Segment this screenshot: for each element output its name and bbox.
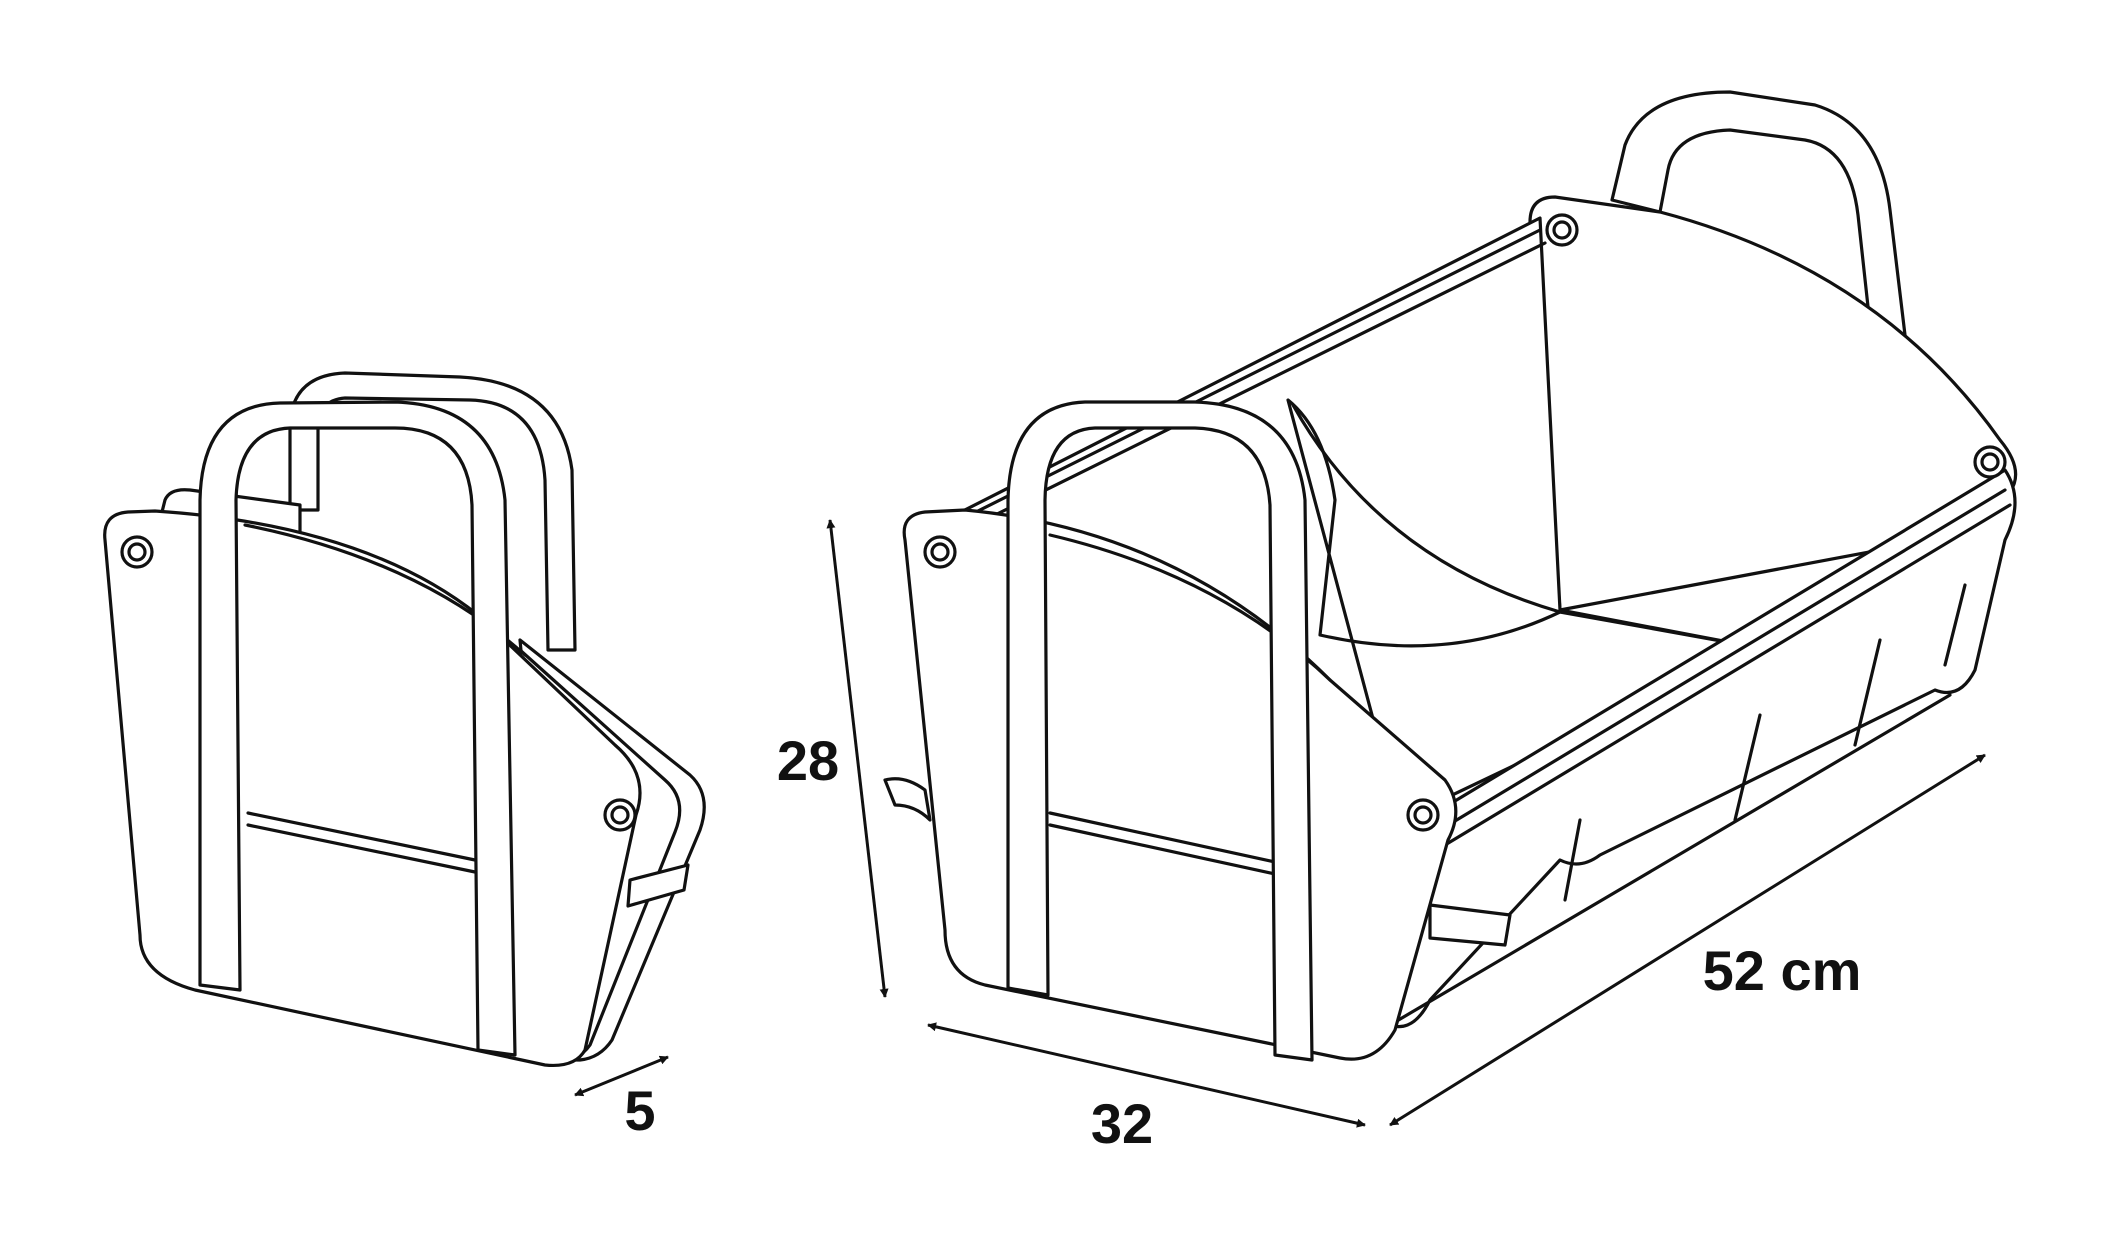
side-tab-icon [883, 777, 932, 822]
short-wall-band [1048, 811, 1277, 864]
grommet-icon [120, 535, 154, 569]
depth-arrow [574, 1055, 669, 1097]
height-arrow [826, 519, 889, 998]
short-wall-band-2 [1048, 823, 1277, 876]
grommet-icon [1406, 798, 1440, 832]
folded-bag-icon [103, 371, 706, 1068]
front-band [246, 811, 477, 862]
grommet-icon [1545, 213, 1579, 247]
back-wall-rim-2 [983, 241, 1547, 522]
width-label: 32 [1091, 1092, 1153, 1155]
front-handle-icon [198, 400, 517, 1057]
depth-label: 5 [624, 1079, 655, 1142]
front-band-2 [246, 823, 477, 874]
front-handle-icon [1006, 400, 1314, 1062]
grommet-icon [603, 798, 637, 832]
length-label: 52 cm [1703, 939, 1862, 1002]
grommet-icon [1973, 445, 2007, 479]
pocket-divider [1943, 583, 1967, 667]
pocket-divider [1853, 638, 1882, 747]
divider-curve [1291, 403, 1562, 614]
back-wall-rim [968, 228, 1542, 517]
rear-panel [1528, 195, 2018, 612]
length-arrow [1389, 753, 1986, 1127]
height-label: 28 [777, 729, 839, 792]
open-organizer-icon [883, 90, 2018, 1062]
back-handle-icon [288, 371, 577, 652]
grommet-icon [923, 535, 957, 569]
side-strap-icon [626, 863, 690, 908]
inner-divider [1286, 398, 1762, 822]
width-arrow [927, 1022, 1366, 1128]
